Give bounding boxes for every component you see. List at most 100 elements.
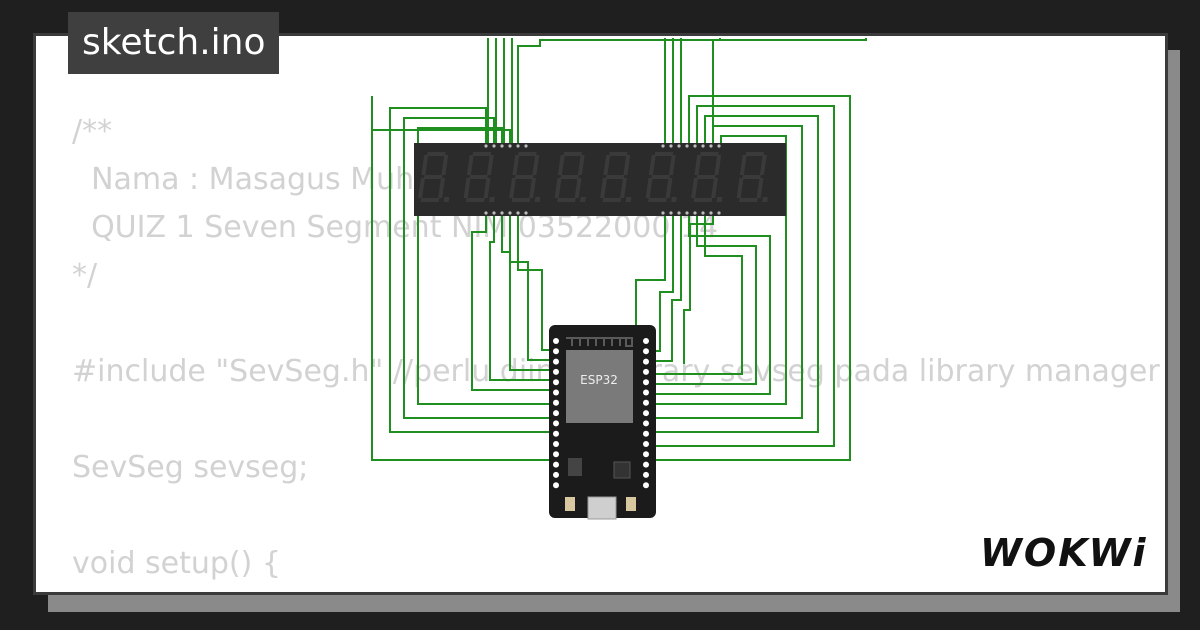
preview-card: /** Nama : Masagus Muhammad QUIZ 1 Seven… [33, 33, 1168, 595]
segment [418, 178, 425, 198]
wire [471, 213, 556, 391]
display-pin [685, 144, 689, 148]
board-pin [643, 471, 649, 478]
segment [560, 175, 579, 179]
board-pin [553, 420, 559, 427]
digit [691, 152, 723, 202]
board-pin [553, 471, 559, 478]
display-pin [508, 144, 512, 148]
segment [745, 152, 765, 156]
wire [646, 213, 682, 362]
display-pin [669, 144, 673, 148]
board-pin [553, 461, 559, 468]
file-tab[interactable]: sketch.ino [68, 12, 280, 74]
board-pin [643, 399, 649, 406]
segment [651, 175, 670, 179]
decimal-point [716, 197, 723, 202]
segment [554, 178, 562, 198]
board-pin [553, 441, 559, 447]
segment [623, 155, 631, 175]
board-pin [643, 389, 649, 396]
display-pin [516, 211, 520, 215]
board-pin [553, 451, 559, 458]
segment [696, 175, 716, 179]
seven-segment-display [414, 143, 786, 216]
digit [463, 152, 495, 202]
board-pin [643, 482, 649, 489]
segment [756, 178, 764, 198]
segment [423, 175, 443, 179]
board-label: ESP32 [580, 373, 618, 387]
display-pin [701, 211, 705, 215]
display-pin [492, 144, 496, 148]
board-pins [553, 338, 649, 489]
segment [654, 152, 674, 156]
wire [646, 95, 851, 461]
reset-button[interactable] [626, 497, 636, 511]
segment [512, 155, 520, 175]
boot-button[interactable] [565, 497, 575, 511]
segment [714, 155, 722, 175]
segment [711, 178, 718, 198]
segment [420, 198, 440, 202]
segment [438, 178, 445, 198]
board-pin [553, 338, 559, 344]
board-pin [643, 441, 649, 447]
segment [602, 198, 622, 202]
display-pin [717, 211, 721, 215]
decimal-point [443, 197, 450, 202]
display-pin [500, 211, 504, 215]
segment [759, 155, 767, 175]
display-pins [484, 144, 721, 215]
segment [486, 155, 494, 175]
display-pin [677, 144, 681, 148]
segment [466, 155, 474, 175]
code-line: /** [72, 114, 113, 149]
display-pin [484, 211, 488, 215]
board-pin [553, 348, 559, 355]
digit [600, 152, 632, 202]
board-pin [553, 410, 559, 417]
board-pin [643, 410, 649, 417]
segment [472, 152, 492, 156]
segment [693, 198, 713, 202]
code-preview: /** Nama : Masagus Muhammad QUIZ 1 Seven… [72, 108, 1160, 592]
digit [736, 152, 768, 202]
decimal-point [762, 197, 768, 202]
usb-chip [613, 461, 631, 479]
board-pin [553, 430, 559, 437]
segment [557, 155, 565, 175]
board-pin [553, 368, 559, 375]
segment [736, 178, 744, 198]
segment [529, 178, 536, 198]
logo-text: WOKWi [980, 531, 1148, 575]
board-pin [553, 482, 559, 489]
wire [646, 115, 819, 433]
wire [646, 213, 743, 375]
display-pin [693, 144, 697, 148]
segment [509, 178, 516, 198]
segment [532, 155, 540, 175]
display-pin [661, 211, 665, 215]
board-pin [553, 379, 559, 386]
board-pin [643, 358, 649, 365]
segment [514, 175, 534, 179]
segment [620, 178, 627, 198]
digit [418, 152, 450, 202]
esp32-board[interactable]: ESP32 [549, 325, 656, 520]
display-pin [717, 144, 721, 148]
display-pin [677, 211, 681, 215]
wire [646, 213, 757, 385]
antenna-trace [566, 337, 633, 347]
segment [469, 175, 488, 179]
wire [683, 213, 714, 364]
board-pin [643, 461, 649, 468]
wire [371, 96, 556, 461]
segment [691, 178, 698, 198]
display-digits [418, 152, 768, 202]
display-pin [661, 144, 665, 148]
voltage-regulator [568, 458, 582, 476]
display-pin [693, 211, 697, 215]
segment [483, 178, 491, 198]
